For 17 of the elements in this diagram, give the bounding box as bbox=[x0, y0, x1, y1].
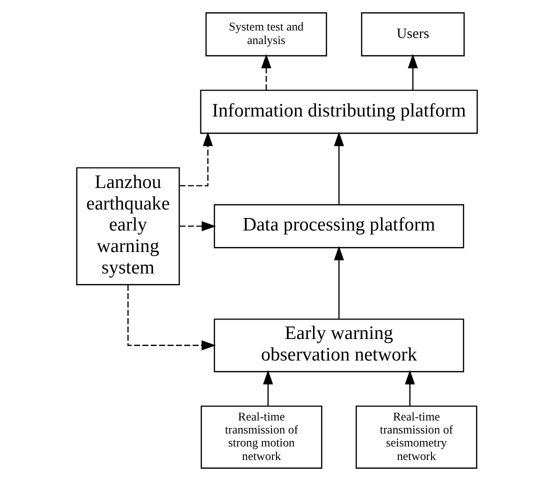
node-box: Users bbox=[361, 12, 465, 56]
arrow bbox=[180, 132, 213, 186]
node-box: Information distributing platform bbox=[200, 90, 478, 134]
arrow bbox=[408, 54, 418, 90]
arrow bbox=[404, 370, 415, 406]
arrow bbox=[261, 54, 272, 90]
arrow bbox=[180, 221, 216, 232]
node-box: Real-time transmission of strong motion network bbox=[200, 406, 322, 469]
node-box: Real-time transmission of seismometry network bbox=[356, 406, 478, 469]
arrow bbox=[263, 370, 274, 406]
node-box: Data processing platform bbox=[214, 204, 464, 248]
node-box: Early warning observation network bbox=[214, 318, 464, 372]
arrow bbox=[334, 246, 344, 319]
arrow bbox=[127, 284, 216, 350]
node-box: Lanzhou earthquake early warning system bbox=[76, 167, 180, 286]
node-box: System test and analysis bbox=[206, 12, 328, 56]
arrow bbox=[334, 132, 344, 205]
